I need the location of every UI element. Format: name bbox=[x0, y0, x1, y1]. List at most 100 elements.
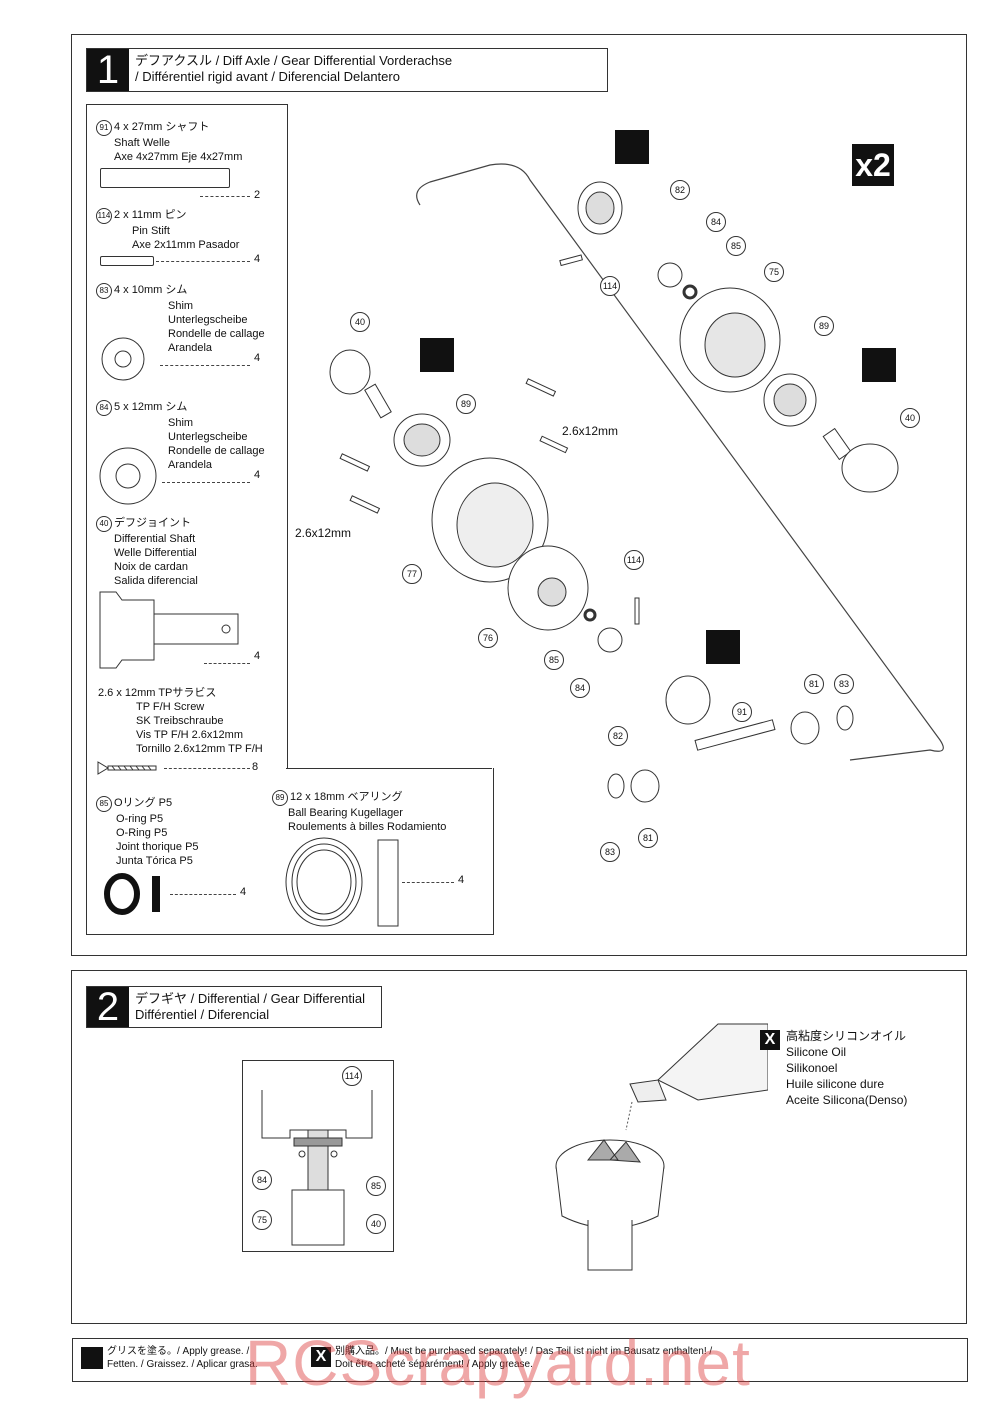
part-line: Arandela bbox=[168, 342, 213, 354]
callout-75: 75 bbox=[252, 1210, 272, 1230]
part-line: Roulements à billes Rodamiento bbox=[288, 821, 447, 833]
part-line: Vis TP F/H 2.6x12mm bbox=[136, 729, 243, 741]
part-line: Noix de cardan bbox=[114, 561, 188, 573]
part-number: 40 bbox=[96, 516, 112, 532]
callout-83: 83 bbox=[600, 842, 620, 862]
part-line: 2.6 x 12mm TPサラビス bbox=[98, 687, 217, 699]
qty-leader bbox=[402, 882, 454, 883]
qty-leader bbox=[164, 768, 250, 769]
qty-leader bbox=[162, 482, 250, 483]
part-qty: 4 bbox=[254, 650, 261, 662]
part-line: Unterlegscheibe bbox=[168, 314, 248, 326]
grease-icon bbox=[81, 1347, 103, 1369]
oil-line: 高粘度シリコンオイル bbox=[786, 1029, 907, 1043]
part-line: デフジョイント bbox=[114, 517, 191, 529]
callout-91: 91 bbox=[732, 702, 752, 722]
callout-85: 85 bbox=[726, 236, 746, 256]
oil-line: Aceite Silicona(Denso) bbox=[786, 1093, 908, 1107]
part-line: Oリング P5 bbox=[114, 797, 173, 809]
part-line: Unterlegscheibe bbox=[168, 431, 248, 443]
watermark: RCScrapyard.net bbox=[245, 1327, 751, 1399]
callout-75: 75 bbox=[764, 262, 784, 282]
part-line: Welle Differential bbox=[114, 547, 197, 559]
bearing-drawing bbox=[285, 837, 399, 927]
part-line: Rondelle de callage bbox=[168, 328, 265, 340]
part-line: O-Ring P5 bbox=[116, 827, 168, 839]
step2-title: デフギヤ / Differential / Gear Differential … bbox=[129, 987, 371, 1027]
cross-section-drawing bbox=[261, 1090, 373, 1246]
silicone-oil-label: 高粘度シリコンオイル Silicone Oil Silikonoel Huile… bbox=[786, 1028, 907, 1108]
purchase-icon: X bbox=[311, 1347, 331, 1367]
step1-number: 1 bbox=[87, 48, 129, 92]
qty-leader bbox=[160, 365, 250, 366]
grease-line: グリスを塗る。/ Apply grease. / bbox=[107, 1346, 250, 1357]
part-qty: 8 bbox=[252, 761, 259, 773]
step1-title: デフアクスル / Diff Axle / Gear Differential V… bbox=[129, 49, 458, 91]
callout-83: 83 bbox=[834, 674, 854, 694]
screw-size-label: 2.6x12mm bbox=[562, 424, 619, 438]
part-qty: 4 bbox=[240, 886, 247, 898]
part-number: 83 bbox=[96, 283, 112, 299]
part-line: Ball Bearing Kugellager bbox=[288, 807, 403, 819]
part-line: 5 x 12mm シム bbox=[114, 401, 188, 413]
grease-line: Fetten. / Graissez. / Aplicar grasa. bbox=[107, 1359, 258, 1370]
part-number: 89 bbox=[272, 790, 288, 806]
callout-114: 114 bbox=[600, 276, 620, 296]
part-number: 114 bbox=[96, 208, 112, 224]
screw-size-label: 2.6x12mm bbox=[295, 526, 352, 540]
qty-leader bbox=[200, 196, 250, 197]
part-qty: 4 bbox=[254, 469, 261, 481]
part-number: 84 bbox=[96, 400, 112, 416]
callout-81: 81 bbox=[638, 828, 658, 848]
oil-line: Silicone Oil bbox=[786, 1045, 847, 1059]
callout-82: 82 bbox=[670, 180, 690, 200]
part-qty: 4 bbox=[458, 874, 465, 886]
callout-76: 76 bbox=[478, 628, 498, 648]
part-line: Tornillo 2.6x12mm TP F/H bbox=[136, 743, 263, 755]
callout-84: 84 bbox=[706, 212, 726, 232]
part-qty: 4 bbox=[254, 352, 261, 364]
pin-drawing bbox=[100, 256, 154, 266]
part-line: Axe 4x27mm Eje 4x27mm bbox=[114, 151, 243, 163]
callout-84: 84 bbox=[252, 1170, 272, 1190]
purchase-separately-icon: X bbox=[760, 1030, 780, 1050]
callout-40: 40 bbox=[900, 408, 920, 428]
callout-85: 85 bbox=[544, 650, 564, 670]
part-line: Shaft Welle bbox=[114, 137, 171, 149]
qty-leader bbox=[156, 261, 250, 262]
callout-89: 89 bbox=[814, 316, 834, 336]
callout-84: 84 bbox=[570, 678, 590, 698]
part-qty: 2 bbox=[254, 189, 261, 201]
part-line: Shim bbox=[168, 417, 194, 429]
step2-title-line2: Différentiel / Diferencial bbox=[135, 1007, 270, 1022]
grease-legend: グリスを塗る。/ Apply grease. / Fetten. / Grais… bbox=[107, 1345, 258, 1371]
oil-line: Silikonoel bbox=[786, 1061, 838, 1075]
step2-title-line1: デフギヤ / Differential / Gear Differential bbox=[135, 991, 365, 1006]
part-qty: 4 bbox=[254, 253, 261, 265]
callout-89: 89 bbox=[456, 394, 476, 414]
step2-header: 2 デフギヤ / Differential / Gear Differentia… bbox=[86, 985, 382, 1029]
callout-114: 114 bbox=[342, 1066, 362, 1086]
callout-82: 82 bbox=[608, 726, 628, 746]
purchase-legend: 別購入品。/ Must be purchased separately! / D… bbox=[335, 1345, 712, 1371]
qty-leader bbox=[170, 894, 236, 895]
part-line: 2 x 11mm ピン bbox=[114, 209, 187, 221]
purchase-line: 別購入品。/ Must be purchased separately! / D… bbox=[335, 1346, 713, 1357]
shaft-drawing bbox=[100, 168, 230, 188]
cross-section-box bbox=[242, 1060, 394, 1252]
step2-number: 2 bbox=[87, 985, 129, 1029]
oil-line: Huile silicone dure bbox=[786, 1077, 885, 1091]
part-line: SK Treibschraube bbox=[136, 715, 224, 727]
part-line: Salida diferencial bbox=[114, 575, 198, 587]
parts-list-divider bbox=[286, 768, 492, 769]
part-number: 91 bbox=[96, 120, 112, 136]
callout-40: 40 bbox=[350, 312, 370, 332]
part-line: 12 x 18mm ベアリング bbox=[290, 791, 403, 803]
